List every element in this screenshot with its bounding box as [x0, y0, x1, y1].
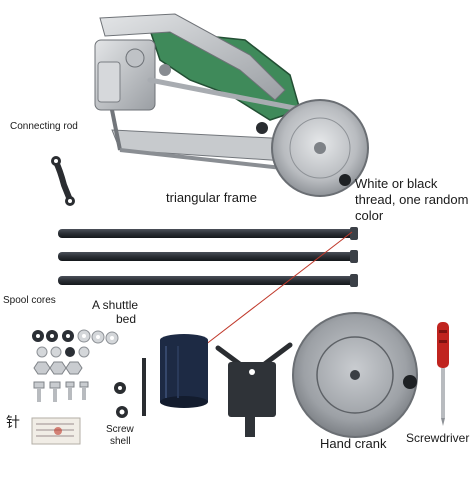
connecting-rod-icon	[51, 156, 75, 206]
hand-crank-label: Hand crank	[320, 436, 387, 451]
pointer-line	[204, 231, 353, 346]
screwdriver-label: Screwdriver	[406, 431, 470, 445]
shuttle-bed-label-line1: A shuttle	[92, 298, 139, 312]
thread-spool-icon	[160, 334, 208, 408]
thread-label-line2: thread, one random	[355, 192, 469, 207]
washer-icon	[32, 329, 119, 375]
sewing-machine-icon	[94, 13, 369, 197]
thread-label-line3: color	[355, 208, 384, 223]
shuttle-bed-label-line2: bed	[116, 312, 137, 326]
screw-shell-label-line2: shell	[110, 436, 131, 447]
screwdriver-icon	[437, 322, 449, 426]
spool-cores-label: Spool cores	[3, 295, 56, 306]
bolt-icon	[33, 381, 89, 402]
screw-shell-label-line1: Screw	[106, 424, 134, 435]
thread-label-line1: White or black	[355, 176, 438, 191]
connecting-rod-label: Connecting rod	[10, 121, 78, 132]
spool-stand-icon	[215, 342, 293, 437]
needle-label: 针	[6, 414, 20, 430]
hand-crank-wheel-icon	[292, 312, 418, 438]
triangular-frame-label: triangular frame	[166, 190, 258, 205]
spool-core-icon	[114, 358, 146, 418]
needle-pack-icon	[31, 417, 81, 445]
steel-rod-icon	[58, 227, 358, 287]
